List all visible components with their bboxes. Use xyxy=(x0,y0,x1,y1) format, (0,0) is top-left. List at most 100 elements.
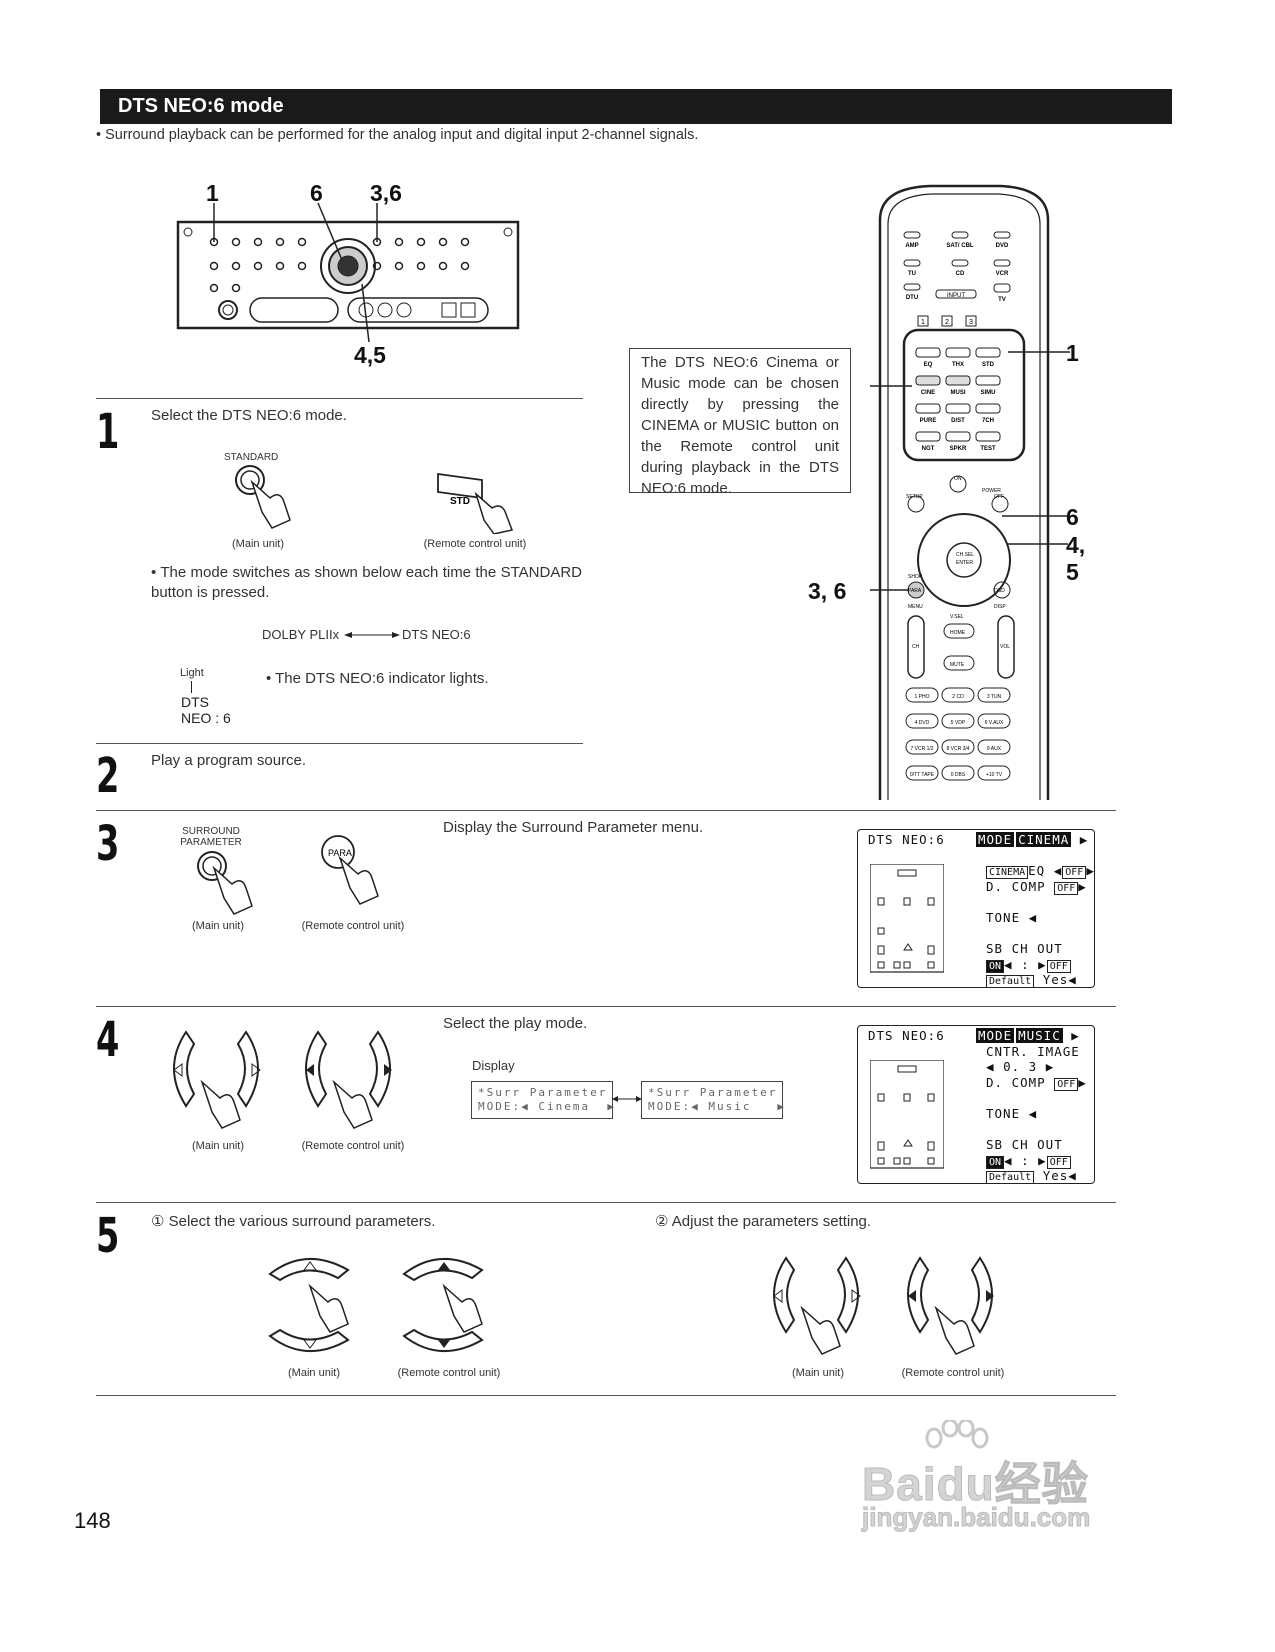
callout-label-3-6: 3,6 xyxy=(370,180,402,206)
cycle-mode-b: DTS NEO:6 xyxy=(402,627,471,642)
display-cinema: *Surr Parameter MODE:◀ Cinema ▶ xyxy=(471,1081,614,1119)
indicator-note: • The DTS NEO:6 indicator lights. xyxy=(266,670,489,687)
keypad-button xyxy=(977,687,1011,703)
caption-remote-unit: (Remote control unit) xyxy=(301,1140,405,1152)
page-number: 148 xyxy=(74,1508,111,1533)
caption-main-unit: (Main unit) xyxy=(288,1367,340,1379)
indicator-neo6: NEO : 6 xyxy=(181,710,231,726)
step-3-number: 3 xyxy=(96,816,120,872)
panel-button xyxy=(253,237,263,247)
panel-button xyxy=(438,237,448,247)
osd-mode-label: MODE xyxy=(976,1028,1015,1043)
osd-mode-value: MUSIC xyxy=(1016,1028,1063,1043)
osd-yes-value: Yes xyxy=(1042,972,1069,987)
divider xyxy=(96,810,1116,811)
source-label: AMP xyxy=(905,243,918,249)
watermark-brand: Baidu经验 xyxy=(862,1458,1089,1511)
watermark-url: jingyan.baidu.com xyxy=(861,1502,1091,1533)
source-button xyxy=(903,259,921,267)
mode-label: TEST xyxy=(980,446,996,452)
keypad-label: 5 VDP xyxy=(951,720,966,726)
source-label: TU xyxy=(908,271,916,277)
caption-remote-unit: (Remote control unit) xyxy=(901,1367,1005,1379)
keypad-label: 7 VCR 1/2 xyxy=(910,746,933,752)
remote-control-label: V.SEL xyxy=(950,614,964,620)
remote-control-label: DISP xyxy=(994,604,1006,610)
caption-main-unit: (Main unit) xyxy=(192,1140,244,1152)
source-button xyxy=(903,283,921,291)
surround-parameter-label: SURROUND PARAMETER xyxy=(180,826,242,848)
remote-control-label: SETUP xyxy=(906,494,923,500)
mode-label: SPKR xyxy=(950,446,967,452)
double-arrow-icon xyxy=(612,1096,642,1102)
para-remote-press-illustration: PARA xyxy=(321,835,379,905)
speaker-layout-icon xyxy=(870,1060,944,1169)
front-panel-diagram: 1 6 3,6 4,5 xyxy=(170,180,570,380)
panel-button xyxy=(231,283,241,293)
step-5-sub1: ① Select the various surround parameters… xyxy=(151,1213,436,1230)
source-label: DVD xyxy=(996,243,1009,249)
standard-button-label: STANDARD xyxy=(224,452,279,463)
remote-label-3-6: 3, 6 xyxy=(808,578,847,604)
number-button xyxy=(941,315,953,327)
panel-button xyxy=(297,261,307,271)
mode-button xyxy=(915,375,941,386)
left-right-main-press-illustration xyxy=(173,1030,261,1129)
osd-tone-label: TONE xyxy=(986,1106,1021,1121)
panel-button xyxy=(460,237,470,247)
caption-main-unit: (Main unit) xyxy=(232,538,284,550)
keypad-button xyxy=(977,739,1011,755)
mode-button xyxy=(975,347,1001,358)
divider xyxy=(96,1006,1116,1007)
mode-button xyxy=(945,347,971,358)
left-right-main-press-illustration xyxy=(773,1256,861,1355)
indicator-line xyxy=(191,681,192,693)
osd-cntr-image-value: 0. 3 xyxy=(1003,1059,1038,1074)
remote-control-label: PARA xyxy=(908,588,922,594)
number-button xyxy=(917,315,929,327)
keypad-button xyxy=(977,713,1011,729)
panel-button xyxy=(275,237,285,247)
keypad-label: +10 TV xyxy=(986,772,1003,778)
panel-button xyxy=(275,261,285,271)
osd-title: DTS NEO:6 xyxy=(868,832,945,847)
osd-tone-label: TONE xyxy=(986,910,1021,925)
panel-button xyxy=(438,261,448,271)
source-button xyxy=(903,231,921,239)
source-label: DTU xyxy=(906,295,918,301)
keypad-label: 8 VCR 3/4 xyxy=(946,746,969,752)
mode-button xyxy=(945,375,971,386)
panel-button xyxy=(209,261,219,271)
step-1-text: Select the DTS NEO:6 mode. xyxy=(151,407,347,424)
mode-label: D/ST xyxy=(951,418,965,424)
panel-button xyxy=(209,283,219,293)
caption-main-unit: (Main unit) xyxy=(792,1367,844,1379)
display-label: Display xyxy=(472,1058,515,1073)
remote-control-label: POWER xyxy=(982,488,1001,494)
remote-control-label: SHOP xyxy=(908,574,923,580)
front-panel-svg xyxy=(176,202,520,343)
callout-label-6: 6 xyxy=(310,180,323,206)
keypad-label: 0/TT TAPE xyxy=(910,772,935,778)
mode-button xyxy=(915,403,941,414)
up-down-remote-press-illustration xyxy=(402,1258,484,1352)
remote-control-label: CH xyxy=(912,644,920,650)
osd-default-label: Default xyxy=(986,1171,1035,1184)
remote-control-label: CH.SEL xyxy=(956,552,974,558)
mode-button xyxy=(975,431,1001,442)
keypad-label: 1 PHO xyxy=(914,694,929,700)
osd-dcomp-value: OFF xyxy=(1054,1078,1079,1091)
remote-control-label: MUTE xyxy=(950,662,965,668)
source-label: VCR xyxy=(996,271,1009,277)
svg-text:PARA: PARA xyxy=(328,848,352,858)
osd-sb-label: SB CH OUT xyxy=(986,941,1063,956)
osd-off-value: OFF xyxy=(1046,960,1071,973)
surround-parameter-press-illustration xyxy=(197,851,253,915)
keypad-button xyxy=(905,713,939,729)
remote-control-label: ON xyxy=(954,476,962,482)
mode-button xyxy=(915,347,941,358)
keypad-button xyxy=(905,765,939,781)
keypad-button xyxy=(977,765,1011,781)
